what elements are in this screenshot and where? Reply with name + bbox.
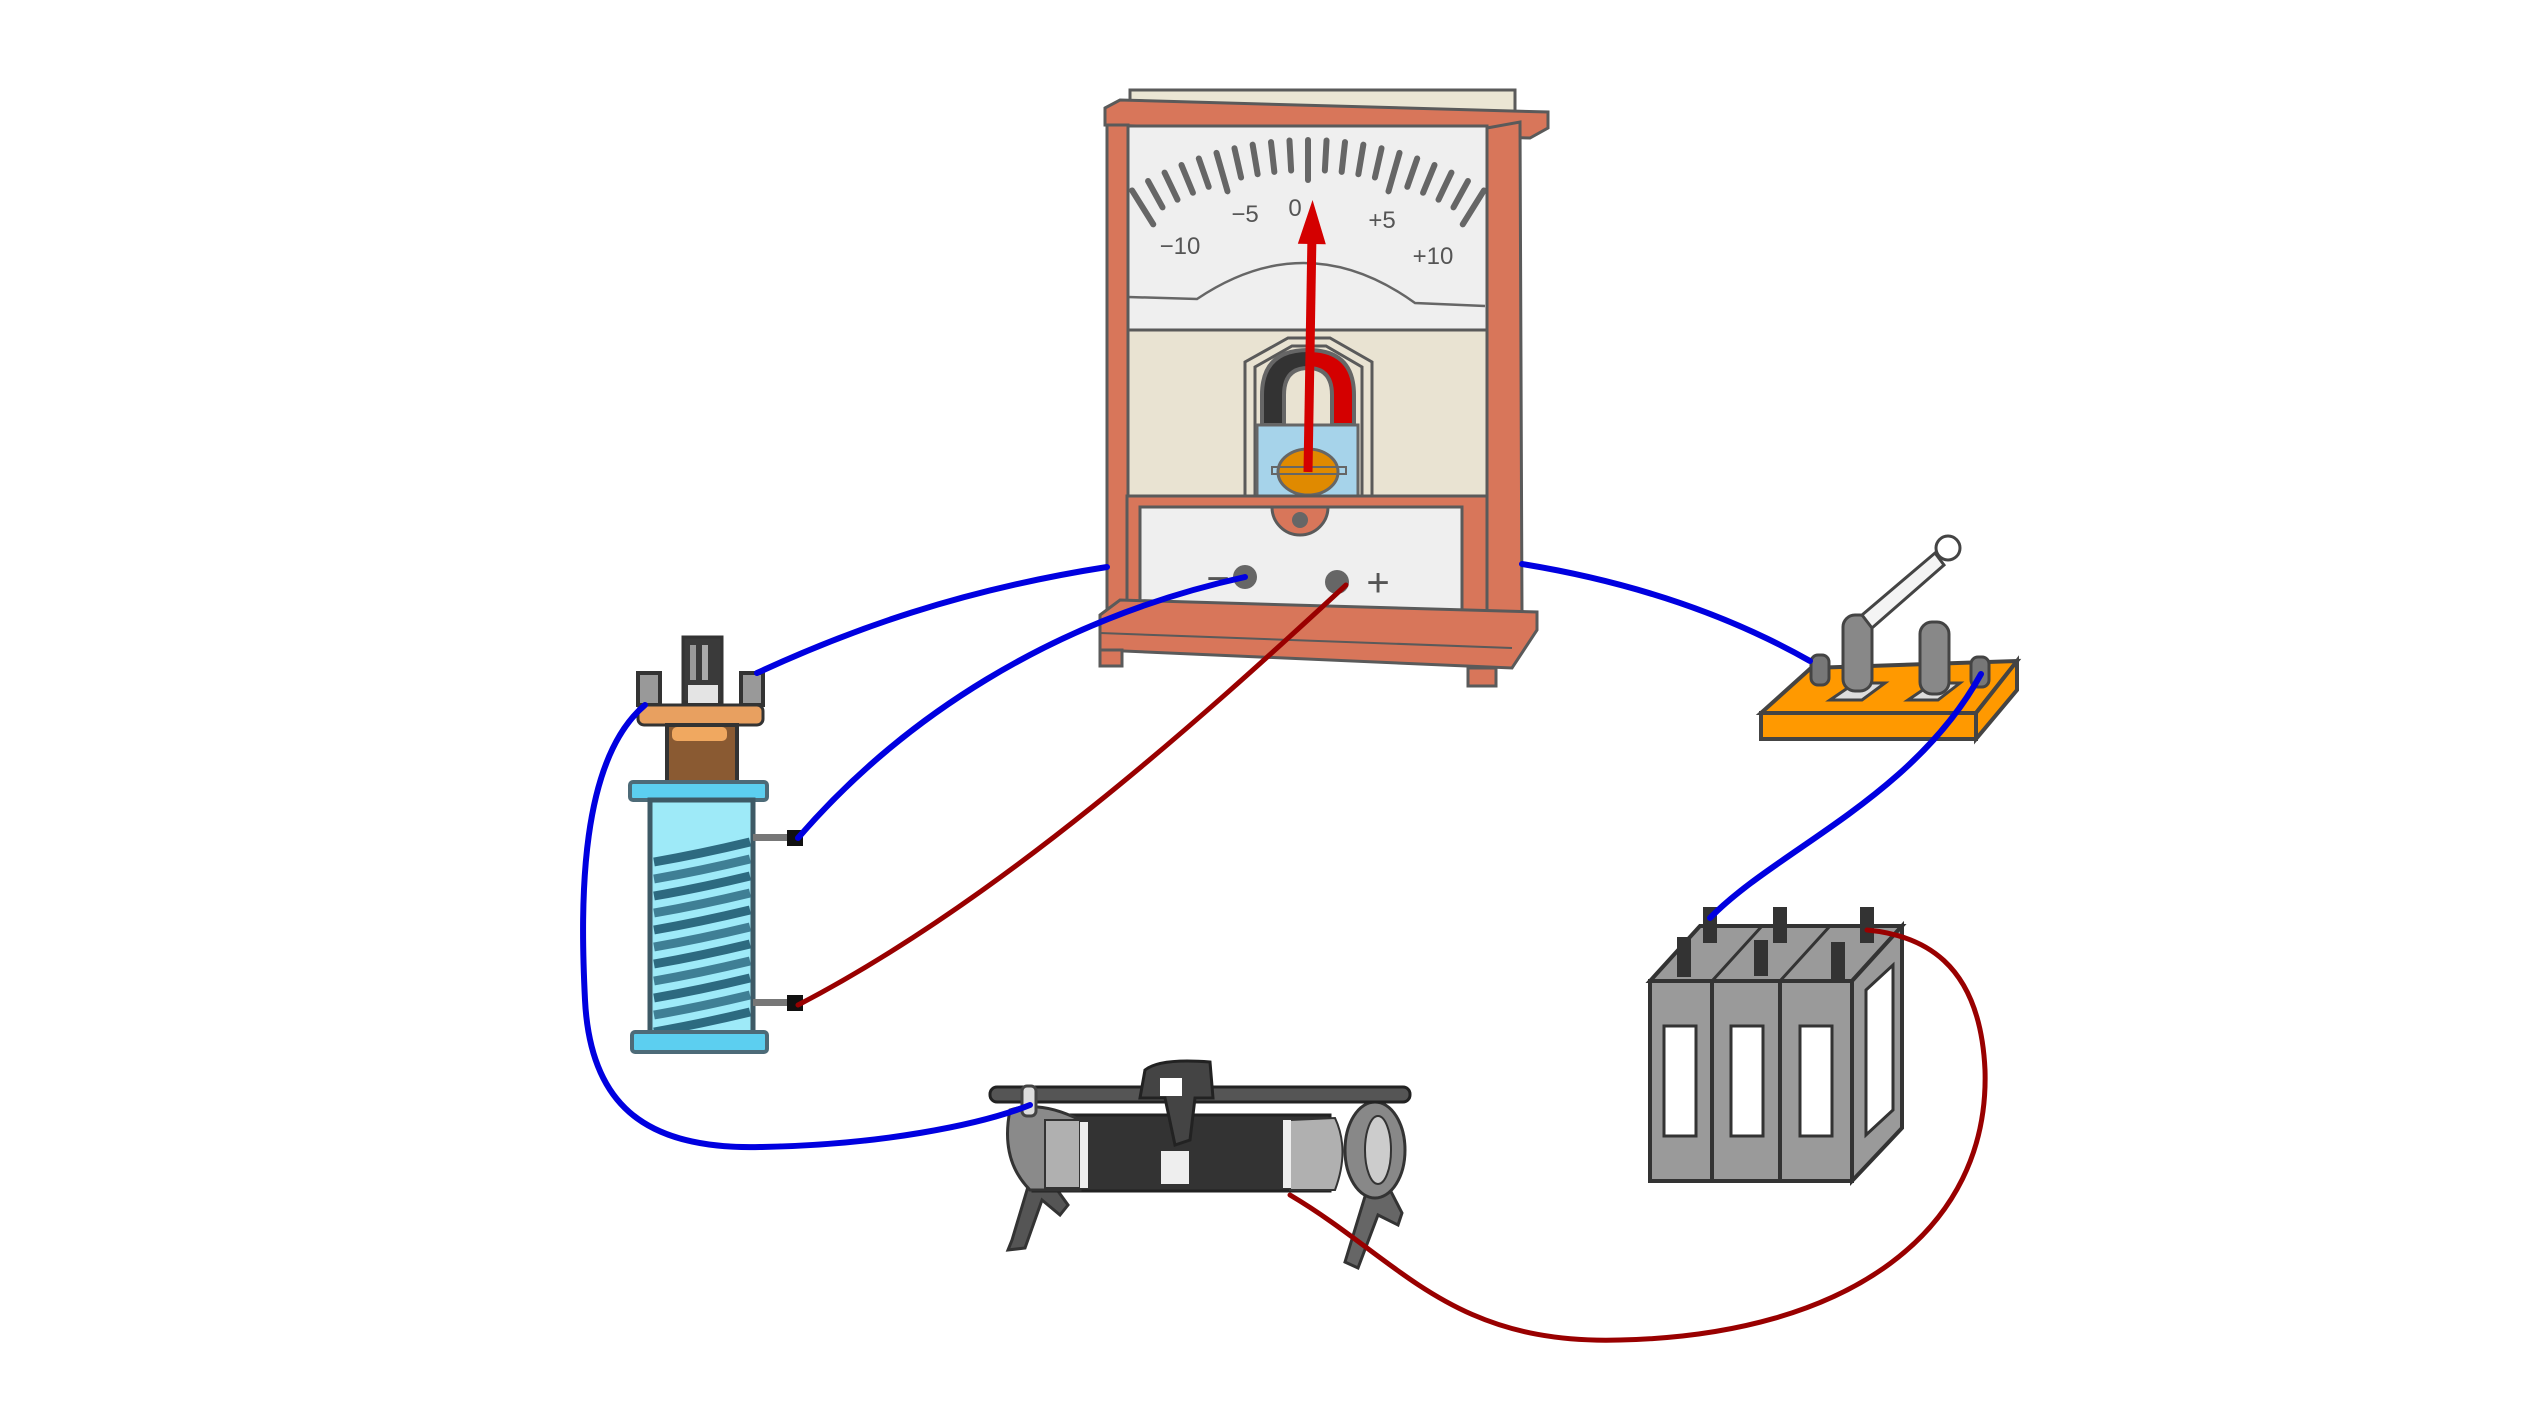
- scale-tick: [1161, 169, 1181, 203]
- wire-meter-to-coil-top[interactable]: [754, 564, 1110, 676]
- coil-winding: [653, 888, 752, 918]
- battery-terminal[interactable]: [1677, 937, 1691, 977]
- switch-lever[interactable]: [1859, 550, 1947, 631]
- terminal-minus-label: −: [1206, 557, 1229, 601]
- wire-meter-to-switch[interactable]: [1519, 561, 1813, 664]
- wire-meter-plus-to-coil[interactable]: [795, 582, 1349, 1008]
- scale-tick: [1321, 137, 1330, 174]
- meter-face-arc: [1127, 261, 1486, 308]
- scale-tick: [1195, 155, 1212, 190]
- galvanometer: −10 −5 +5 +10 − + 0: [1098, 88, 1550, 688]
- terminal-plus-label: +: [1366, 561, 1389, 605]
- coil-terminal-top-right[interactable]: [739, 671, 765, 707]
- coil-bottom-flange: [630, 1030, 769, 1054]
- scale-tick: [1404, 155, 1421, 190]
- rheostat-left-terminal[interactable]: [1020, 1084, 1038, 1118]
- scale-tick: [1213, 149, 1231, 195]
- scale-tick: [1249, 141, 1261, 178]
- meter-leg-right: [1466, 666, 1498, 688]
- coil-winding: [653, 973, 752, 1003]
- rheostat-slider[interactable]: [1138, 1059, 1215, 1147]
- scale-tick: [1267, 139, 1278, 175]
- scale-tick: [1355, 141, 1367, 178]
- battery-terminal[interactable]: [1831, 942, 1845, 980]
- wire-battery-to-switch[interactable]: [1707, 671, 1984, 921]
- meter-left-post: [1105, 123, 1130, 619]
- scale-label-0: 0: [1288, 195, 1301, 222]
- scale-tick: [1459, 187, 1487, 228]
- wire-coil-to-rheostat[interactable]: [580, 702, 1033, 1151]
- zero-adjust-screw[interactable]: [1292, 512, 1308, 528]
- switch-contact-post: [1918, 620, 1951, 696]
- coil-terminal-top-left[interactable]: [636, 671, 662, 707]
- coil-top-plate: [636, 703, 765, 727]
- scale-tick: [1286, 137, 1295, 174]
- switch-hinge-post: [1841, 613, 1874, 693]
- coil-top-flange: [628, 780, 769, 802]
- scale-label-plus10: +10: [1413, 243, 1454, 270]
- coil-winding: [653, 871, 752, 901]
- scale-tick: [1145, 178, 1166, 211]
- coil-winding: [653, 956, 752, 986]
- scale-label-minus5: −5: [1231, 201, 1258, 228]
- coil-winding: [653, 905, 752, 935]
- coil-windings: [653, 837, 752, 1037]
- knife-switch: [1755, 534, 2022, 745]
- scale-tick: [1129, 187, 1157, 228]
- battery-terminal-positive[interactable]: [1860, 907, 1874, 943]
- meter-right-post: [1485, 120, 1524, 622]
- coil-winding: [653, 939, 752, 969]
- wires: [580, 561, 1988, 1343]
- coil-winding: [653, 837, 752, 867]
- switch-terminal-left[interactable]: [1809, 653, 1831, 687]
- scale-tick: [1450, 178, 1471, 211]
- scale-tick: [1231, 145, 1245, 181]
- scale-label-plus5: +5: [1368, 207, 1395, 234]
- scale-tick: [1338, 139, 1349, 175]
- wire-rheostat-to-battery[interactable]: [1287, 927, 1988, 1343]
- meter-leg-left: [1098, 648, 1124, 668]
- coil-winding: [653, 922, 752, 952]
- scale-tick: [1178, 162, 1196, 196]
- needle: [1297, 200, 1326, 473]
- coil-winding: [653, 990, 752, 1020]
- scale-tick: [1371, 145, 1385, 181]
- scale-tick: [1420, 162, 1438, 196]
- scale-tick: [1385, 149, 1403, 195]
- scale-label-minus10: −10: [1160, 233, 1201, 260]
- meter-scale-ticks: [1129, 137, 1487, 228]
- battery: [1645, 907, 1907, 1187]
- scale-tick: [1435, 169, 1455, 203]
- coil: [628, 635, 803, 1054]
- battery-terminal[interactable]: [1754, 940, 1768, 976]
- switch-lever-ring[interactable]: [1934, 534, 1962, 562]
- rheostat: [988, 1059, 1412, 1271]
- battery-terminal[interactable]: [1773, 907, 1787, 943]
- coil-winding: [653, 854, 752, 884]
- wire-meter-minus-to-coil[interactable]: [795, 574, 1248, 841]
